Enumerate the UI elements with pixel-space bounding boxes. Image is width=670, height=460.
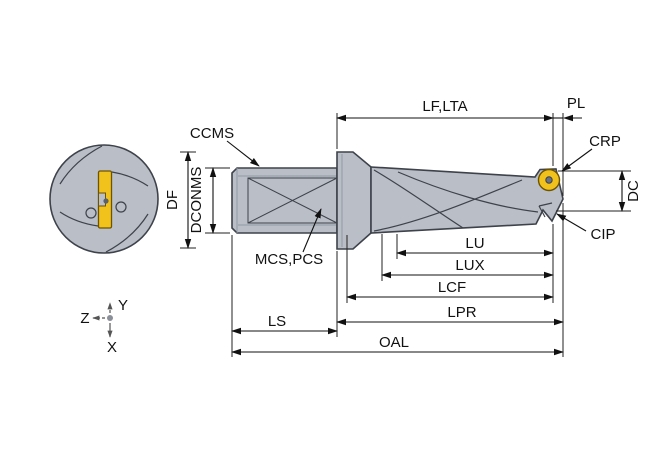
insert-screw xyxy=(545,176,553,184)
flute-curve-front-2 xyxy=(105,213,149,253)
label-z-axis: Z xyxy=(80,310,89,327)
coolant-hole-right xyxy=(115,201,127,213)
label-ccms: CCMS xyxy=(190,125,234,142)
flute-curve-side-2 xyxy=(373,179,523,232)
leader-crp xyxy=(561,148,593,172)
flute-curve-front-4 xyxy=(111,171,149,187)
label-lu: LU xyxy=(465,235,484,252)
clamp-cross-2 xyxy=(247,177,338,224)
label-df: DF xyxy=(164,190,181,210)
label-dconms: DCONMS xyxy=(188,167,205,234)
label-cip: CIP xyxy=(590,226,615,243)
front-view xyxy=(49,144,159,254)
axes-origin-dot xyxy=(107,315,113,321)
dimensions xyxy=(180,113,631,357)
central-insert-edge-2 xyxy=(538,205,546,218)
leader-cip xyxy=(556,213,587,232)
label-lux: LUX xyxy=(455,257,484,274)
side-view xyxy=(231,151,564,250)
label-crp: CRP xyxy=(589,133,621,150)
label-x-axis: X xyxy=(107,339,117,356)
label-ls: LS xyxy=(268,313,286,330)
drill-body xyxy=(370,166,564,234)
label-lcf: LCF xyxy=(438,279,466,296)
leader-mcs-pcs xyxy=(302,208,322,253)
leader-ccms xyxy=(226,140,260,167)
labels: CCMS DF DCONMS MCS,PCS LF,LTA PL CRP DC … xyxy=(164,95,642,351)
flute-curve-side-1 xyxy=(373,169,464,229)
front-insert-screw xyxy=(103,198,109,204)
flute-curve-front-1 xyxy=(59,145,103,185)
label-lf-lta: LF,LTA xyxy=(422,98,467,115)
label-pl: PL xyxy=(567,95,585,112)
label-lpr: LPR xyxy=(447,304,476,321)
central-insert-edge-1 xyxy=(538,202,553,207)
flute-curve-side-3 xyxy=(397,171,539,213)
label-dc: DC xyxy=(625,180,642,202)
label-mcs-pcs: MCS,PCS xyxy=(255,251,323,268)
flute-curve-front-3 xyxy=(59,211,99,227)
label-y-axis: Y xyxy=(118,297,128,314)
axes-indicator: Z Y X xyxy=(80,297,128,356)
coolant-hole-left xyxy=(85,207,97,219)
label-oal: OAL xyxy=(379,334,409,351)
